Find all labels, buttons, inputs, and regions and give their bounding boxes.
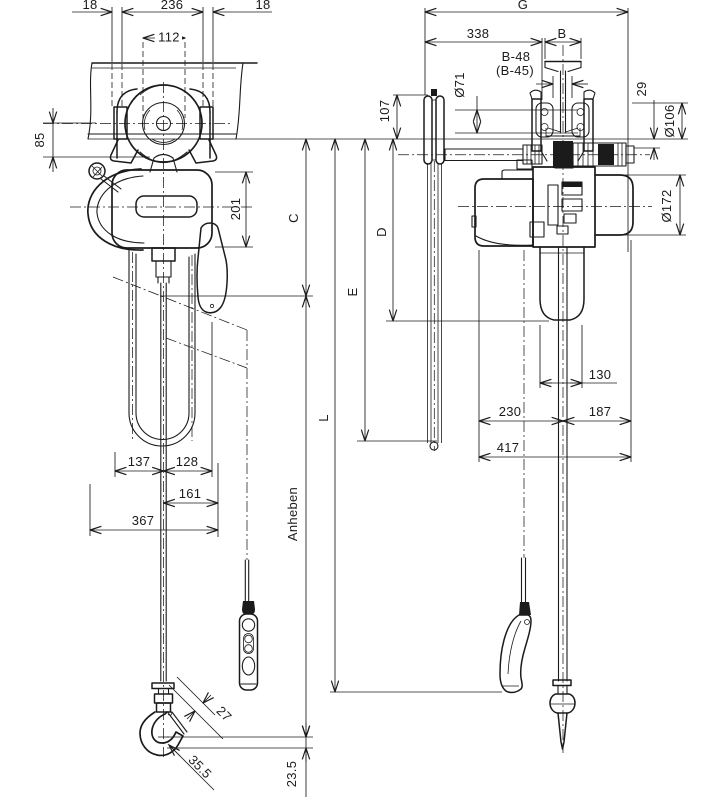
front-view: 18 236 18 112 85 201	[32, 0, 688, 797]
bottom-hook-front	[139, 682, 188, 757]
dim-106: Ø106	[662, 104, 677, 137]
hoist-body-side	[471, 159, 634, 248]
dim-29: 29	[634, 81, 649, 96]
pendant-control-side	[499, 250, 532, 694]
chain-bucket-front	[196, 222, 228, 314]
dim-c: C	[286, 213, 301, 223]
dim-130: 130	[589, 367, 612, 382]
load-chain-side	[557, 246, 568, 682]
dim-137: 137	[128, 454, 151, 469]
dim-112: 112	[158, 30, 180, 45]
dim-107: 107	[377, 100, 392, 123]
dim-236: 236	[161, 0, 184, 12]
hand-chain-front	[128, 249, 196, 447]
dim-18-right: 18	[255, 0, 270, 12]
dim-b48: B-48	[502, 49, 531, 64]
front-dimensions: 18 236 18 112 85 201	[32, 0, 549, 797]
pendant-top-button	[241, 618, 256, 632]
dim-201: 201	[228, 198, 243, 221]
handwheel-side	[423, 89, 445, 451]
side-view: G 338 B B-48 (B-45) Ø71 107	[377, 0, 688, 753]
dim-27: 27	[214, 703, 235, 724]
pendant-up-button	[244, 634, 253, 644]
chain-bucket-side	[539, 246, 585, 321]
dim-161: 161	[179, 486, 202, 501]
dim-85: 85	[32, 132, 47, 147]
dim-23-5: 23.5	[284, 761, 299, 788]
dim-71: Ø71	[452, 72, 467, 97]
dim-172: Ø172	[659, 189, 674, 222]
bottom-hook-side	[549, 679, 576, 750]
dim-338: 338	[467, 26, 490, 41]
dim-l: L	[316, 414, 331, 422]
side-dimensions: G 338 B B-48 (B-45) Ø71 107	[377, 0, 688, 462]
dim-230: 230	[499, 404, 522, 419]
dim-g: G	[518, 0, 528, 12]
load-chain-front	[160, 282, 167, 682]
dim-e: E	[345, 287, 360, 296]
dim-128: 128	[176, 454, 199, 469]
dim-367: 367	[132, 513, 155, 528]
ibeam-front	[87, 62, 258, 140]
dim-18-left: 18	[82, 0, 97, 12]
nameplate	[135, 195, 198, 218]
dim-b: B	[558, 26, 567, 41]
chain-stopper-knob	[88, 162, 106, 180]
dim-417: 417	[497, 440, 520, 455]
dim-187: 187	[589, 404, 612, 419]
dim-anheben: Anheben	[285, 487, 300, 541]
dim-35-5: 35.5	[186, 752, 215, 781]
dim-d: D	[374, 227, 389, 237]
pendant-control-front	[238, 601, 259, 691]
dim-b45: (B-45)	[496, 63, 534, 78]
hoist-body-front	[87, 162, 213, 284]
pendant-cable-front	[112, 276, 250, 602]
pendant-down-button	[244, 644, 253, 653]
